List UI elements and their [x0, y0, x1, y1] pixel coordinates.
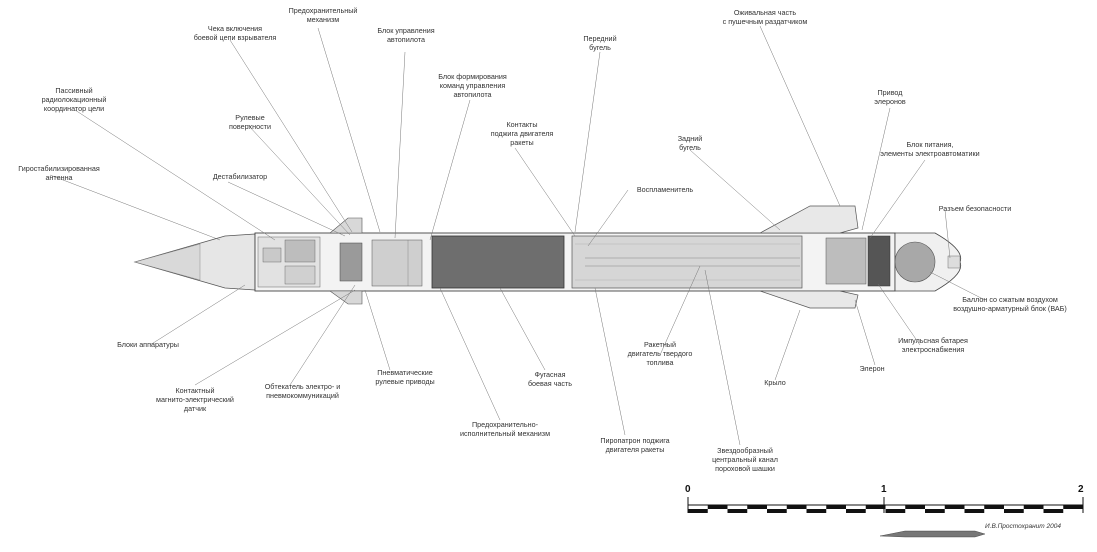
scale-cell	[688, 509, 708, 513]
scale-bar	[687, 497, 1084, 513]
air-balloon	[894, 241, 936, 283]
label-predokhr-isp: Предохранительно- исполнительный механиз…	[459, 420, 551, 438]
scale-cell	[1063, 505, 1083, 509]
label-blok-pitaniya: Блок питания, элементы электроавтоматики	[880, 140, 980, 158]
label-destabilizator: Дестабилизатор	[212, 172, 268, 181]
scale-cell	[865, 505, 886, 509]
scale-cell	[885, 509, 906, 513]
wing-bottom	[759, 290, 859, 309]
scale-cell	[727, 509, 748, 513]
label-krylo: Крыло	[764, 378, 786, 387]
warhead-section	[431, 235, 565, 289]
leader-lines	[49, 25, 986, 446]
missile-silhouette	[879, 530, 986, 538]
label-piropatron: Пиропатрон поджига двигателя ракеты	[600, 436, 670, 454]
scale-cell	[944, 505, 965, 509]
label-ozhivalnaya: Оживальная часть с пушечным раздатчиком	[722, 8, 808, 26]
label-raketny-dvig: Ракетный двигатель твердого топлива	[627, 340, 693, 367]
scale-cell	[925, 509, 945, 513]
label-kontaktny: Контактный магнито-электрический датчик	[156, 386, 234, 413]
rocket-motor	[571, 235, 803, 289]
label-blok-form: Блок формирования команд управления авто…	[438, 72, 507, 99]
scale-cell	[826, 505, 846, 509]
label-blok-upr-avto: Блок управления автопилота	[377, 26, 435, 44]
label-privod-eleronov: Привод элеронов	[874, 88, 906, 106]
scale-tick-1: 1	[881, 484, 887, 495]
scale-cell	[846, 509, 866, 513]
scale-cell	[707, 505, 728, 509]
label-fugasnaya: Фугасная боевая часть	[527, 370, 573, 388]
wing-top	[759, 205, 859, 234]
scale-cell	[767, 509, 787, 513]
scale-cell	[786, 505, 807, 509]
scale-tick-0: 0	[685, 484, 691, 495]
scale-cell	[984, 505, 1004, 509]
label-predokhr-top: Предохранительный механизм	[288, 6, 358, 24]
label-razem: Разъем безопасности	[938, 204, 1012, 213]
label-pnevmaticheskie: Пневматические рулевые приводы	[375, 368, 435, 386]
scale-cell	[1004, 509, 1024, 513]
label-chek: Чека включения боевой цепи взрывателя	[193, 24, 277, 42]
label-rulevye: Рулевые поверхности	[228, 113, 271, 131]
label-kontakty: Контакты поджига двигателя ракеты	[490, 120, 554, 147]
label-peredny-bugel: Передний бугель	[583, 34, 617, 52]
scale-tick-2: 2	[1078, 484, 1084, 495]
label-zvezdoobrazny: Звездообразный центральный канал порохов…	[712, 446, 778, 473]
label-ballon: Баллон со сжатым воздухом воздушно-армат…	[953, 295, 1067, 313]
label-vosplamenitel: Воспламенитель	[636, 185, 694, 194]
scale-cell	[806, 509, 827, 513]
scale-cell	[964, 509, 985, 513]
label-passivny: Пассивный радиолокационный координатор ц…	[41, 86, 107, 113]
label-obtekatel: Обтекатель электро- и пневмокоммуникаций	[264, 382, 341, 400]
scale-cell	[747, 505, 767, 509]
scale-cell	[1043, 509, 1064, 513]
label-bloki-apparatury: Блоки аппаратуры	[117, 340, 179, 349]
label-eleron: Элерон	[859, 364, 885, 373]
signature: И.В.Простохранит 2004	[985, 523, 1061, 530]
label-impulsnaya: Импульсная батарея электроснабжения	[898, 336, 968, 354]
label-giro: Гиростабилизированная антенна	[18, 164, 100, 182]
label-zadny-bugel: Задний бугель	[677, 134, 703, 152]
canard-top	[329, 217, 363, 234]
scale-cell	[1023, 505, 1044, 509]
scale-cell	[905, 505, 925, 509]
